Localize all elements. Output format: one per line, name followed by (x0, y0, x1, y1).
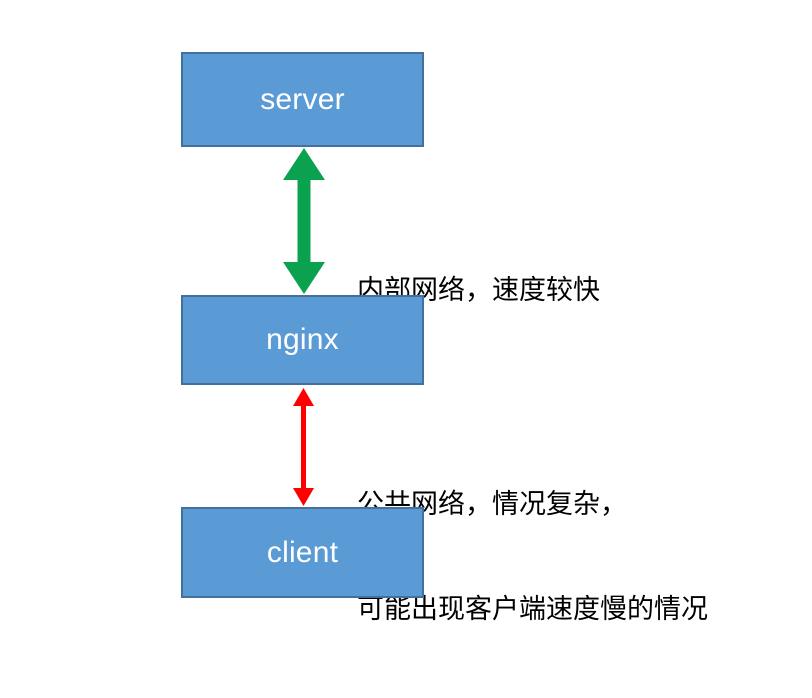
double-arrow-vertical-red-icon (291, 387, 316, 507)
node-server[interactable]: server (181, 52, 424, 147)
edge-label-public: 公共网络，情况复杂， 可能出现客户端速度慢的情况 (357, 417, 708, 697)
node-nginx[interactable]: nginx (181, 295, 424, 385)
edge-label-public-line2: 可能出现客户端速度慢的情况 (357, 594, 708, 624)
node-client[interactable]: client (181, 507, 424, 598)
node-server-label: server (260, 82, 345, 116)
double-arrow-vertical-green-icon (281, 147, 327, 295)
node-client-label: client (266, 535, 339, 569)
node-nginx-label: nginx (266, 323, 339, 356)
